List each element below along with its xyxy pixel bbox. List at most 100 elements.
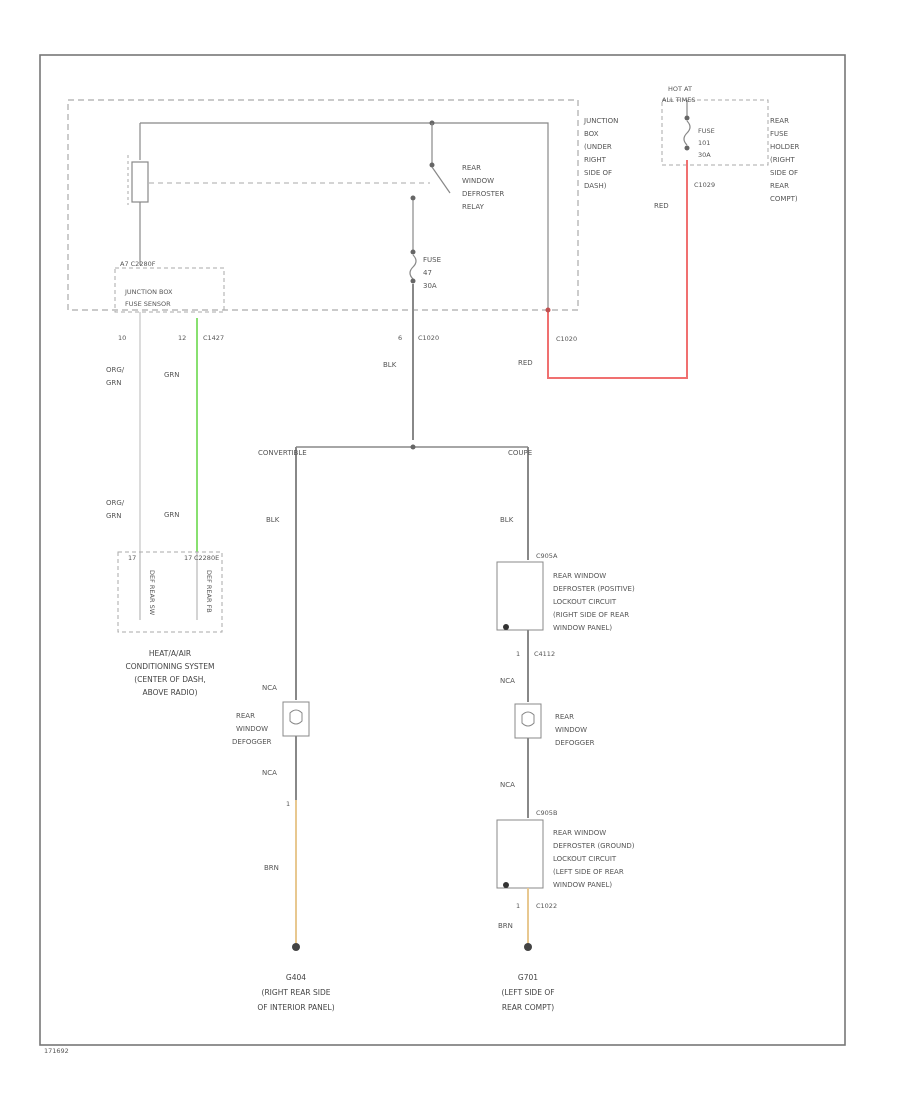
jb-sensor-label-1: FUSE SENSOR xyxy=(125,300,171,308)
fuse-47-top-dot xyxy=(410,249,416,255)
defogger-right-label: REAR WINDOW DEFOGGER xyxy=(555,713,595,747)
wire-blk-main: BLK xyxy=(383,361,397,369)
jb-sensor-label: JUNCTION BOX FUSE SENSOR xyxy=(124,288,173,308)
defogger-right-1: WINDOW xyxy=(555,726,587,734)
fuse-47-label-1: 47 xyxy=(423,269,432,277)
hvac-box xyxy=(117,551,223,633)
org-grn-2-a: ORG/ xyxy=(106,499,125,507)
connector-c1022: C1022 xyxy=(536,902,557,910)
ground-left-label: G404 (RIGHT REAR SIDE OF INTERIOR PANEL) xyxy=(257,973,334,1012)
lockout-gnd-dot xyxy=(503,882,509,888)
hot-at-label-0: HOT AT xyxy=(668,85,692,93)
defogger-left-icon xyxy=(289,709,303,725)
connector-c1427: C1427 xyxy=(203,334,224,342)
wire-brn-left: BRN xyxy=(264,864,279,872)
junction-box-label: JUNCTION BOX (UNDER RIGHT SIDE OF DASH) xyxy=(583,117,618,190)
hvac-label-1: CONDITIONING SYSTEM xyxy=(126,662,215,671)
relay-label: REAR WINDOW DEFROSTER RELAY xyxy=(462,164,504,211)
defogger-right-box xyxy=(514,703,542,739)
lockout-gnd-3: (LEFT SIDE OF REAR xyxy=(553,868,624,876)
relay-contact-dot xyxy=(429,162,435,168)
pin-1c: 1 xyxy=(516,902,520,910)
rear-fuse-label-1: 101 xyxy=(698,139,710,147)
lockout-gnd-2: LOCKOUT CIRCUIT xyxy=(553,855,617,863)
hvac-label-3: ABOVE RADIO) xyxy=(142,688,197,697)
wire-blk-right: BLK xyxy=(500,516,514,524)
connector-c1020: C1020 xyxy=(418,334,439,342)
wire-blk-left: BLK xyxy=(266,516,280,524)
jb-sensor-label-0: JUNCTION BOX xyxy=(124,288,173,296)
org-grn-1-a: ORG/ xyxy=(106,366,125,374)
nca-4: NCA xyxy=(500,781,515,789)
rear-fuse-icon xyxy=(683,120,691,146)
defogger-right-0: REAR xyxy=(555,713,574,721)
lockout-pos-box xyxy=(496,561,544,631)
connector-c1029: C1029 xyxy=(694,181,715,189)
relay-out-dot xyxy=(410,195,416,201)
junction-box-outline xyxy=(67,99,579,311)
lockout-pos-2: LOCKOUT CIRCUIT xyxy=(553,598,617,606)
hvac-signal-1: DEF REAR SW xyxy=(148,570,156,616)
fuse-47-label-0: FUSE xyxy=(423,256,441,264)
rfh-label-6: COMPT) xyxy=(770,195,798,203)
rear-fuse-label-0: FUSE xyxy=(698,127,715,135)
rfh-label-2: HOLDER xyxy=(770,143,799,151)
lockout-gnd-connector: C905B xyxy=(536,809,557,817)
red-wire-splice-top xyxy=(545,307,551,313)
pin-1a: 1 xyxy=(516,650,520,658)
rear-fuse-holder-box xyxy=(661,99,769,166)
diagram-border xyxy=(39,54,846,1046)
hvac-pin-left: 17 xyxy=(128,554,136,562)
lockout-pos-1: DEFROSTER (POSITIVE) xyxy=(553,585,635,593)
relay-label-3: RELAY xyxy=(462,203,485,211)
lockout-gnd-box xyxy=(496,819,544,889)
relay-coil xyxy=(131,161,149,203)
ground-left-dot xyxy=(292,943,300,951)
hvac-pin-right: 17 xyxy=(184,554,192,562)
lockout-pos-label: REAR WINDOW DEFROSTER (POSITIVE) LOCKOUT… xyxy=(553,572,635,632)
hvac-label: HEAT/A/AIR CONDITIONING SYSTEM (CENTER O… xyxy=(126,649,215,697)
defogger-left-0: REAR xyxy=(236,712,255,720)
jb-label-1: BOX xyxy=(584,130,599,138)
defogger-left-1: WINDOW xyxy=(236,725,268,733)
defogger-left-2: DEFOGGER xyxy=(232,738,272,746)
pin-6: 6 xyxy=(398,334,402,342)
rfh-label-4: SIDE OF xyxy=(770,169,798,177)
hvac-signal-2: DEF REAR FB xyxy=(205,570,213,613)
jb-pin-label: A7 C2280F xyxy=(120,260,156,268)
org-grn-2-b: GRN xyxy=(106,512,122,520)
ground-left-loc-1: OF INTERIOR PANEL) xyxy=(257,1003,334,1012)
rfh-label-1: FUSE xyxy=(770,130,788,138)
rfh-label-0: REAR xyxy=(770,117,789,125)
org-grn-label-2: ORG/ GRN xyxy=(106,499,125,520)
jb-label-0: JUNCTION xyxy=(583,117,618,125)
fuse-47-label-2: 30A xyxy=(423,282,437,290)
relay-switch-arm xyxy=(431,166,451,194)
relay-label-0: REAR xyxy=(462,164,481,172)
rear-fuse-holder-label: REAR FUSE HOLDER (RIGHT SIDE OF REAR COM… xyxy=(770,117,799,203)
relay-label-2: DEFROSTER xyxy=(462,190,504,198)
ground-left-loc-0: (RIGHT REAR SIDE xyxy=(262,988,331,997)
pin-12: 12 xyxy=(178,334,186,342)
grn-label-2: GRN xyxy=(164,511,180,519)
rfh-label-3: (RIGHT xyxy=(770,156,795,164)
hvac-label-0: HEAT/A/AIR xyxy=(149,649,191,658)
org-grn-label-1: ORG/ GRN xyxy=(106,366,125,387)
org-grn-1-b: GRN xyxy=(106,379,122,387)
hvac-connector: C2280E xyxy=(194,554,219,562)
ground-left-id: G404 xyxy=(286,973,306,982)
rear-fuse-bottom-dot xyxy=(684,145,690,151)
hot-at-all-times: HOT AT ALL TIMES xyxy=(662,85,695,104)
lockout-gnd-1: DEFROSTER (GROUND) xyxy=(553,842,635,850)
fuse-47-bottom-dot xyxy=(410,278,416,284)
wire-red-label-1: RED xyxy=(654,202,669,210)
fuse-47-icon xyxy=(409,254,417,280)
rfh-label-5: REAR xyxy=(770,182,789,190)
jb-sensor-box xyxy=(114,267,225,313)
ground-right-loc-0: (LEFT SIDE OF xyxy=(501,988,554,997)
ground-right-label: G701 (LEFT SIDE OF REAR COMPT) xyxy=(501,973,554,1012)
pin-1b: 1 xyxy=(286,800,290,808)
lockout-pos-dot xyxy=(503,624,509,630)
hvac-label-2: (CENTER OF DASH, xyxy=(134,675,206,684)
